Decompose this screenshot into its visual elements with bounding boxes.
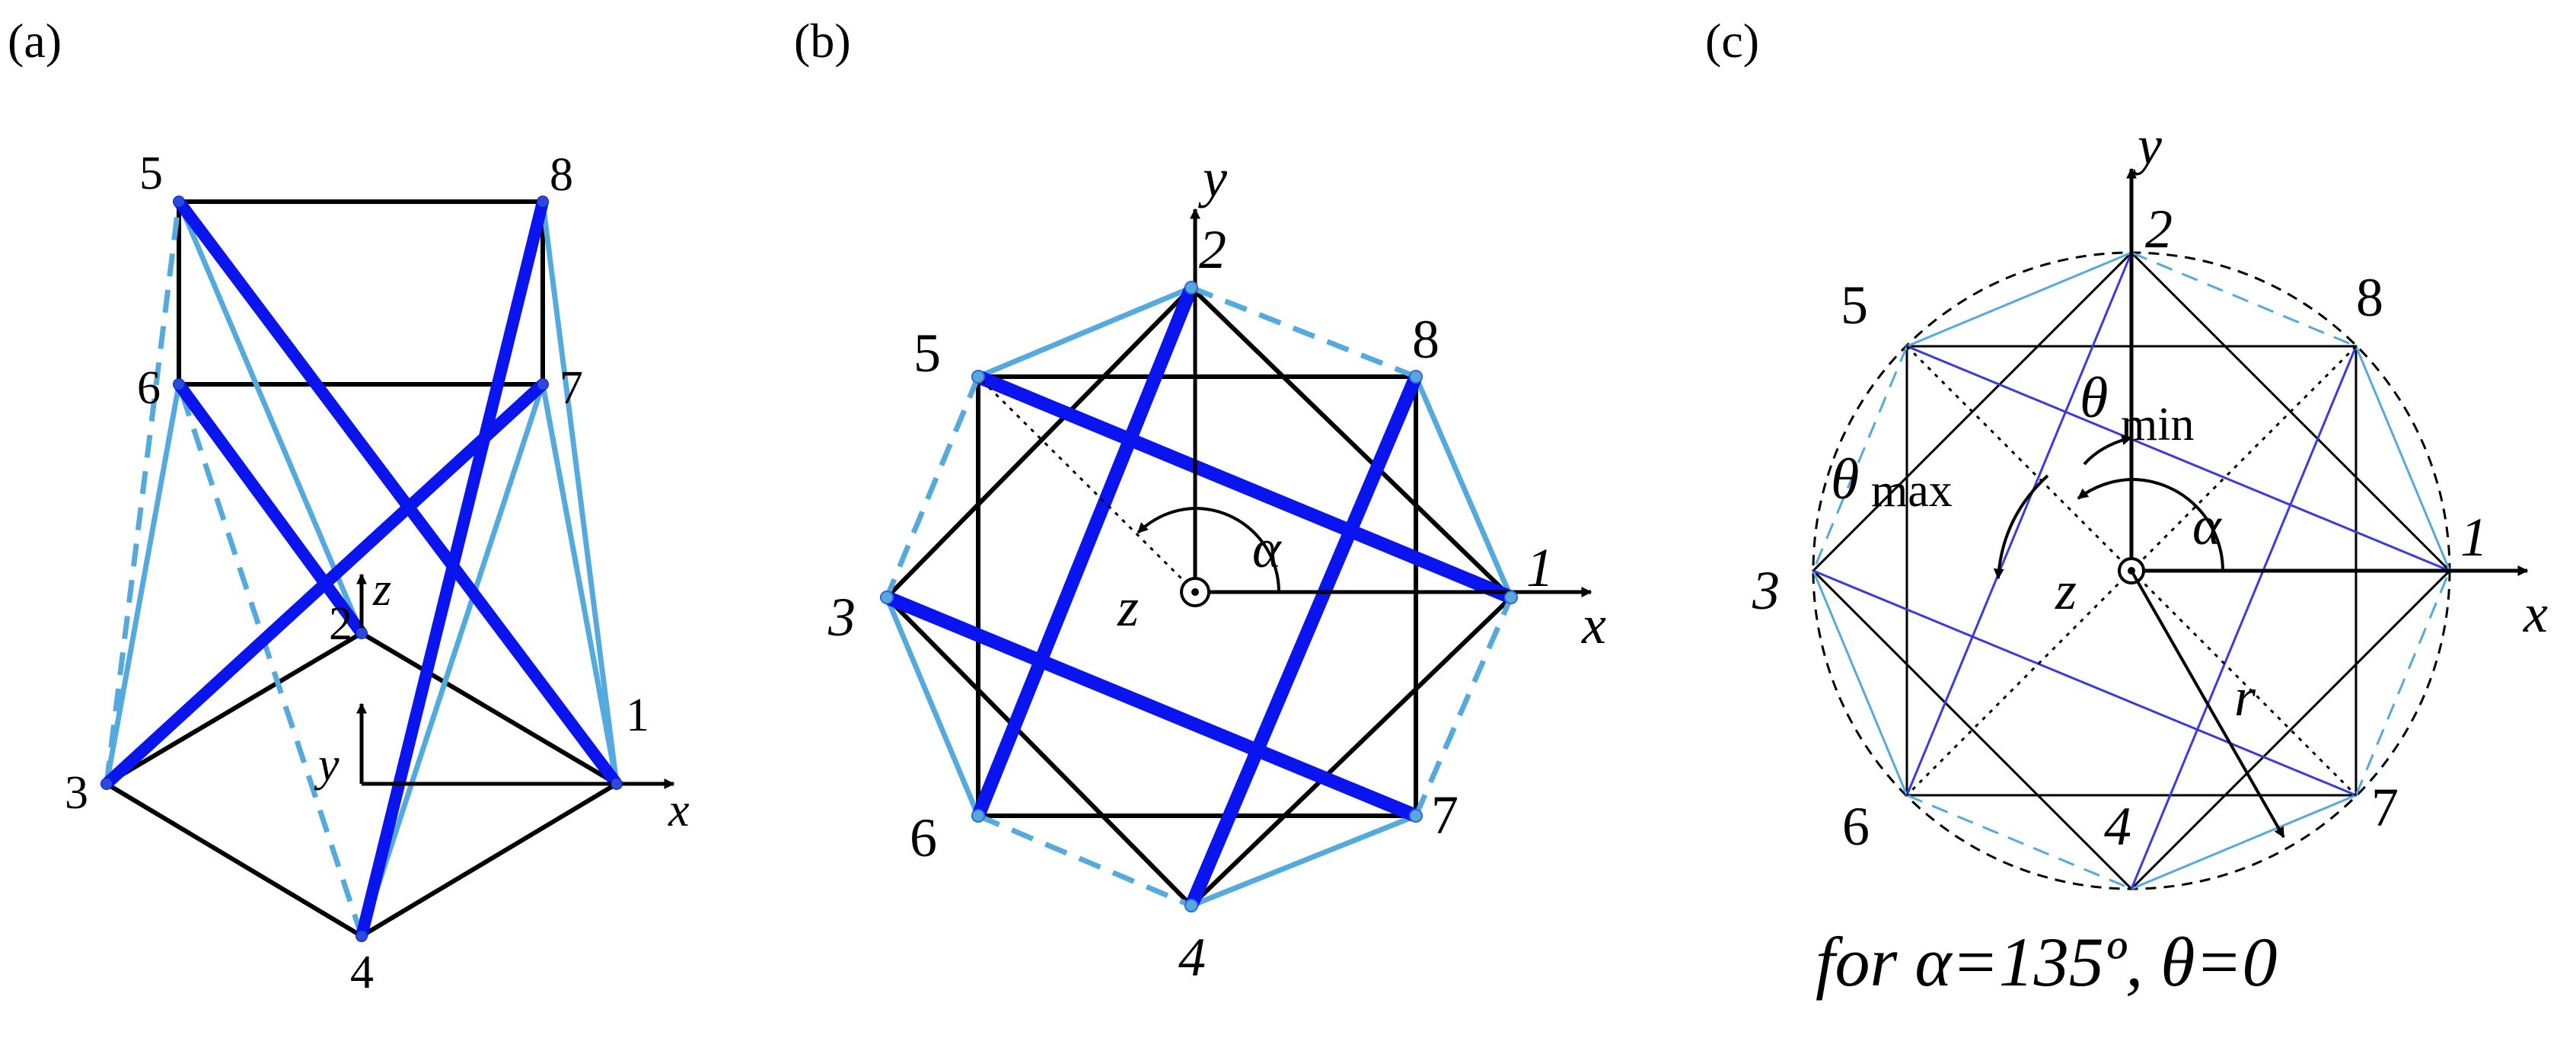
radius-dotted bbox=[977, 375, 1197, 594]
theta-min-arrow bbox=[2083, 435, 2133, 466]
radius-arrow bbox=[2130, 570, 2285, 839]
octagon-dashed-c bbox=[1812, 251, 2451, 890]
theta-max-arrow bbox=[1993, 474, 2049, 580]
node-label-4c: 4 bbox=[2104, 796, 2131, 857]
node-label-7c: 7 bbox=[2371, 777, 2399, 838]
theta-min-sub: min bbox=[2121, 399, 2194, 451]
nodes-a bbox=[101, 196, 622, 941]
node-label-8b: 8 bbox=[1412, 309, 1439, 370]
alpha-arc-c bbox=[2077, 477, 2224, 572]
z-axis-label-a: z bbox=[372, 564, 391, 616]
node-label-6b: 6 bbox=[910, 807, 937, 868]
alpha-label-c: α bbox=[2192, 495, 2222, 556]
node-label-1b: 1 bbox=[1526, 537, 1554, 598]
node-label-8a: 8 bbox=[550, 149, 573, 201]
node-label-7b: 7 bbox=[1431, 785, 1459, 845]
node-label-3a: 3 bbox=[65, 767, 88, 819]
side-cables bbox=[104, 200, 620, 938]
theta-min-symbol: θ bbox=[2080, 366, 2108, 430]
octagon-c bbox=[1812, 251, 2451, 890]
node-label-5b: 5 bbox=[913, 323, 941, 384]
top-square bbox=[177, 199, 545, 387]
panel-label-b: (b) bbox=[794, 14, 851, 68]
octagon-dashed bbox=[884, 285, 1514, 909]
struts-c bbox=[1812, 252, 2450, 890]
struts-b bbox=[880, 281, 1518, 912]
panel-c-geometry: x y z α r θ min θ max 1 2 3 4 5 6 7 8 fo… bbox=[1752, 115, 2548, 1001]
y-axis-label-c: y bbox=[2132, 115, 2162, 176]
node-label-8c: 8 bbox=[2356, 267, 2383, 328]
node-label-5c: 5 bbox=[1841, 275, 1868, 336]
radius-label: r bbox=[2234, 667, 2256, 728]
node-label-2a: 2 bbox=[329, 598, 352, 650]
node-label-6a: 6 bbox=[137, 362, 161, 414]
z-axis-label-b: z bbox=[1117, 577, 1139, 638]
alpha-label-b: α bbox=[1252, 518, 1282, 579]
node-label-6c: 6 bbox=[1842, 796, 1870, 857]
octagon-cables bbox=[884, 285, 1514, 909]
node-label-4a: 4 bbox=[350, 947, 374, 998]
panel-label-c: (c) bbox=[1705, 14, 1759, 68]
node-label-5a: 5 bbox=[139, 148, 163, 199]
node-label-3b: 3 bbox=[827, 587, 856, 648]
node-label-4b: 4 bbox=[1178, 927, 1206, 988]
x-axis-label-b: x bbox=[1581, 594, 1606, 655]
y-axis-label-b: y bbox=[1197, 148, 1227, 209]
dashed-cables bbox=[104, 201, 620, 938]
theta-max-sub: max bbox=[1871, 465, 1953, 517]
panel-a-isometric-view: x y z 1 2 3 4 5 6 7 8 bbox=[65, 148, 690, 998]
panel-label-a: (a) bbox=[8, 14, 62, 68]
node-label-7a: 7 bbox=[560, 362, 583, 414]
node-label-3c: 3 bbox=[1752, 560, 1780, 621]
theta-max-symbol: θ bbox=[1831, 447, 1859, 511]
z-axis-label-c: z bbox=[2055, 560, 2077, 621]
panel-b-top-view: x y z α 1 2 3 4 5 6 7 8 bbox=[827, 148, 1606, 988]
node-label-1a: 1 bbox=[626, 689, 649, 741]
x-axis-label-c: x bbox=[2523, 583, 2548, 644]
struts bbox=[100, 196, 623, 942]
node-label-2b: 2 bbox=[1199, 219, 1226, 280]
nodes-b bbox=[880, 281, 1518, 912]
y-axis-label-a: y bbox=[314, 739, 340, 791]
alpha-arc bbox=[1137, 506, 1280, 593]
caption: for α=135º, θ=0 bbox=[1816, 923, 2278, 1001]
x-axis-label-a: x bbox=[668, 785, 690, 836]
node-label-1c: 1 bbox=[2460, 507, 2488, 568]
node-label-2c: 2 bbox=[2145, 199, 2173, 260]
